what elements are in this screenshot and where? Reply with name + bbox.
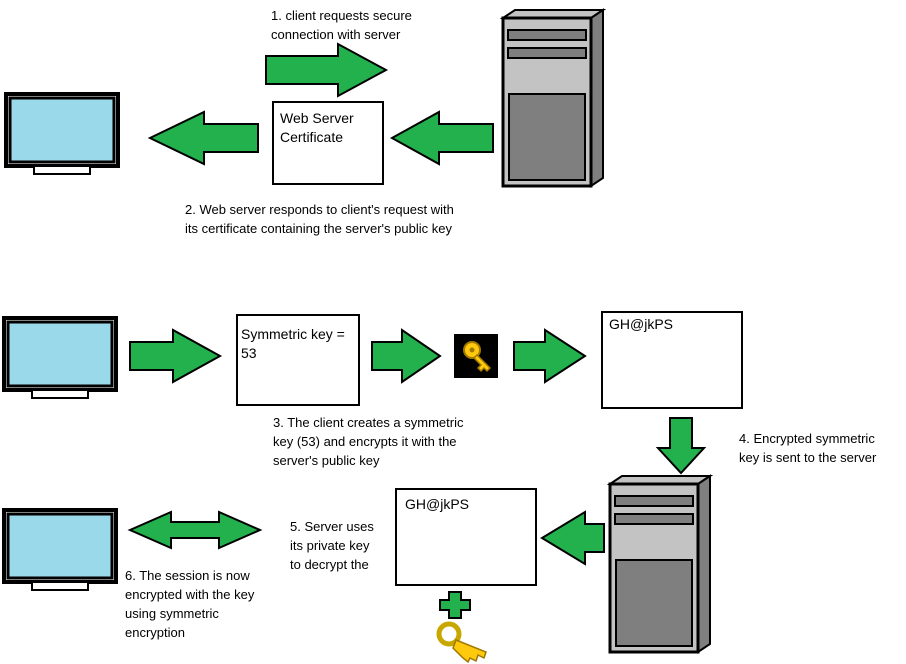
certificate-label: Web Server Certificate <box>280 110 354 145</box>
plus-icon <box>439 591 471 619</box>
public-key-icon <box>454 334 498 378</box>
encrypted-key-label-2: GH@jkPS <box>405 496 469 512</box>
step6-label: 6. The session is now encrypted with the… <box>125 568 255 640</box>
server-bottom <box>608 474 712 654</box>
encrypted-key-box-1 <box>601 311 743 409</box>
step4-label: 4. Encrypted symmetric key is sent to th… <box>739 431 877 465</box>
step3-label: 3. The client creates a symmetric key (5… <box>273 415 464 468</box>
client-monitor-2 <box>2 316 118 400</box>
symmetric-key-label: Symmetric key = 53 <box>241 326 345 361</box>
arrow-client-to-symkey <box>129 328 223 384</box>
private-key-icon <box>436 621 487 664</box>
arrow-pubkey-to-encrypted <box>513 328 587 384</box>
response-arrow-left <box>147 110 259 166</box>
arrow-symkey-to-pubkey <box>371 328 442 384</box>
client-monitor-1 <box>4 92 120 176</box>
arrow-down-to-server <box>655 417 707 475</box>
certificate-box <box>272 101 384 185</box>
request-arrow <box>265 42 389 98</box>
arrow-server-to-decrypt <box>540 510 605 566</box>
step1-label: 1. client requests secure connection wit… <box>271 8 412 42</box>
encrypted-key-label-1: GH@jkPS <box>609 316 673 332</box>
step2-label: 2. Web server responds to client's reque… <box>185 202 454 236</box>
response-arrow-right <box>389 110 494 166</box>
session-double-arrow <box>127 510 263 550</box>
server-top <box>501 8 605 188</box>
encrypted-key-box-2 <box>395 488 537 586</box>
step5-label: 5. Server uses its private key to decryp… <box>290 519 374 572</box>
symmetric-key-box <box>236 314 360 406</box>
client-monitor-3 <box>2 508 118 592</box>
